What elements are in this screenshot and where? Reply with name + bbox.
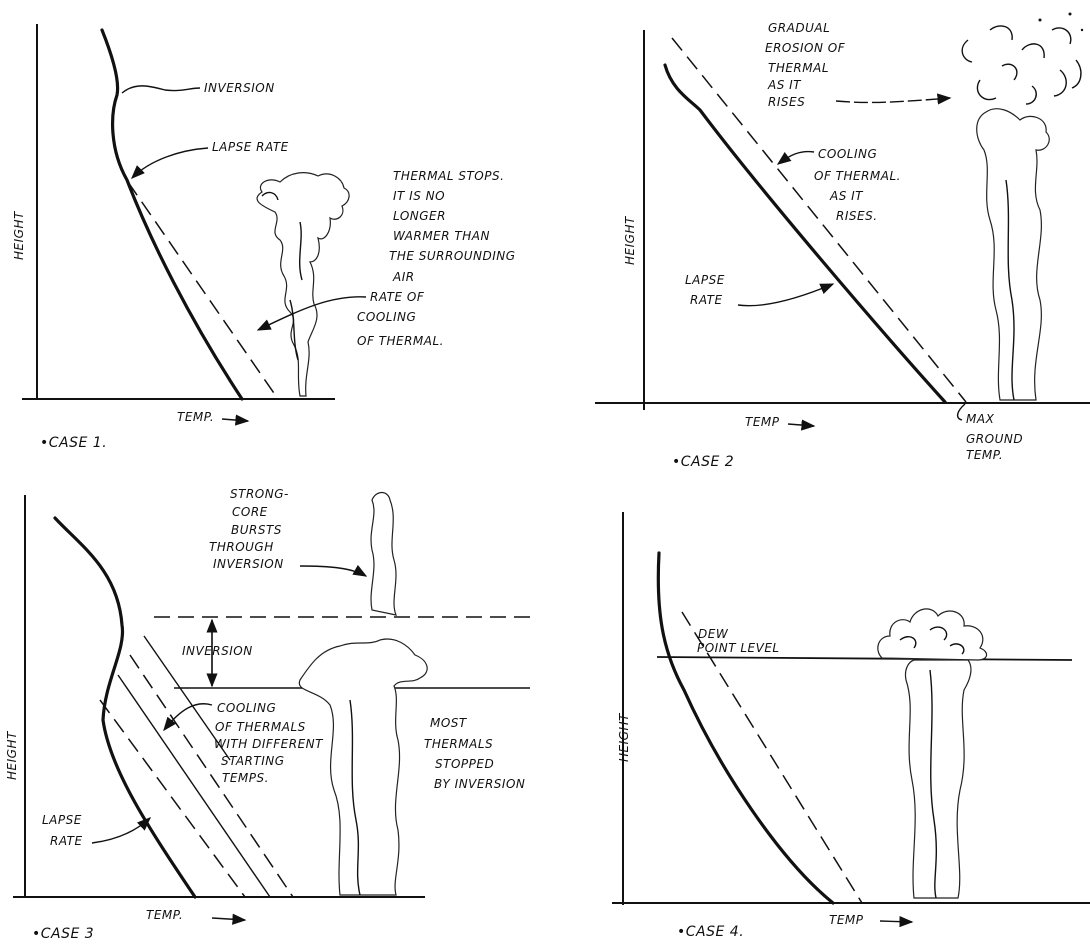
case-1-cooling-dashed-line <box>128 182 278 399</box>
case-4-cooling-dashed-line <box>682 612 862 903</box>
svg-text:STRONG-: STRONG- <box>230 487 289 501</box>
svg-text:LAPSE: LAPSE <box>685 273 725 287</box>
svg-text:THE SURROUNDING: THE SURROUNDING <box>389 249 516 263</box>
svg-text:WARMER THAN: WARMER THAN <box>393 229 490 243</box>
case-4-lapse-rate-curve <box>658 553 833 903</box>
svg-text:BY INVERSION: BY INVERSION <box>434 777 525 791</box>
svg-text:TEMP.: TEMP. <box>966 448 1003 462</box>
svg-text:GROUND: GROUND <box>966 432 1023 446</box>
case-4-dew-point-line <box>657 657 1072 660</box>
svg-text:WITH DIFFERENT: WITH DIFFERENT <box>214 737 324 751</box>
svg-text:COOLING: COOLING <box>357 310 416 324</box>
case-3-strong-core-plume <box>371 493 396 616</box>
case-2-lapse-label: LAPSE RATE <box>685 273 725 307</box>
case-2-temp-axis-label: TEMP <box>745 415 780 429</box>
case-4-temp-axis-label: TEMP <box>829 913 864 927</box>
svg-text:RATE OF: RATE OF <box>370 290 425 304</box>
svg-text:STOPPED: STOPPED <box>435 757 494 771</box>
svg-text:EROSION OF: EROSION OF <box>765 41 846 55</box>
svg-text:DEW: DEW <box>698 627 729 641</box>
case-3-inversion-label: INVERSION <box>182 644 253 658</box>
case-3-thermal-plume <box>299 639 427 895</box>
case-2-erosion-label: GRADUAL EROSION OF THERMAL AS IT RISES <box>765 21 846 109</box>
svg-text:AIR: AIR <box>392 270 415 284</box>
svg-text:COOLING: COOLING <box>217 701 276 715</box>
case-1-inversion-label: INVERSION <box>204 81 275 95</box>
case-1-cooling-label: RATE OF COOLING OF THERMAL. <box>357 290 444 348</box>
case-4-panel: DEW POINT LEVEL HEIGHT TEMP •CASE 4. <box>612 512 1090 940</box>
case-3-strong-core-label: STRONG- CORE BURSTS THROUGH INVERSION <box>209 487 289 571</box>
svg-text:MAX: MAX <box>966 412 995 426</box>
case-4-dew-point-label: DEW POINT LEVEL <box>697 627 780 655</box>
svg-text:MOST: MOST <box>430 716 468 730</box>
case-3-title: •CASE 3 <box>32 926 94 942</box>
case-1-thermal-plume <box>257 173 349 396</box>
svg-text:INVERSION: INVERSION <box>213 557 284 571</box>
svg-text:THERMAL: THERMAL <box>768 61 829 75</box>
case-2-max-ground-label: MAX GROUND TEMP. <box>958 404 1024 462</box>
svg-text:GRADUAL: GRADUAL <box>768 21 830 35</box>
case-2-title: •CASE 2 <box>672 454 734 470</box>
case-1-temp-axis-label: TEMP. <box>177 410 214 424</box>
case-3-lapse-label: LAPSE RATE <box>42 813 83 848</box>
svg-text:RISES: RISES <box>768 95 805 109</box>
case-3-temp-axis-label: TEMP. <box>146 908 183 922</box>
svg-text:THERMALS: THERMALS <box>424 737 493 751</box>
case-1-title: •CASE 1. <box>40 435 107 451</box>
svg-text:RATE: RATE <box>690 293 723 307</box>
svg-text:THERMAL STOPS.: THERMAL STOPS. <box>393 169 504 183</box>
svg-text:STARTING: STARTING <box>221 754 285 768</box>
case-2-height-axis-label: HEIGHT <box>623 215 637 265</box>
svg-text:AS IT: AS IT <box>767 78 802 92</box>
case-3-height-axis-label: HEIGHT <box>5 730 19 780</box>
case-2-lapse-rate-curve <box>665 65 945 402</box>
case-3-panel: STRONG- CORE BURSTS THROUGH INVERSION IN… <box>5 487 530 942</box>
case-3-cooling-label: COOLING OF THERMALS WITH DIFFERENT START… <box>214 701 324 785</box>
svg-text:BURSTS: BURSTS <box>231 523 282 537</box>
case-4-axes <box>612 512 1090 905</box>
case-2-erosion-wisps <box>962 13 1083 105</box>
case-3-most-thermals-label: MOST THERMALS STOPPED BY INVERSION <box>424 716 525 791</box>
svg-text:RISES.: RISES. <box>836 209 878 223</box>
svg-text:LAPSE: LAPSE <box>42 813 82 827</box>
svg-text:COOLING: COOLING <box>818 147 877 161</box>
case-2-cooling-label: COOLING OF THERMAL. AS IT RISES. <box>814 147 901 223</box>
svg-text:OF THERMAL.: OF THERMAL. <box>814 169 901 183</box>
svg-text:THROUGH: THROUGH <box>209 540 274 554</box>
case-4-thermal-plume <box>905 660 970 898</box>
case-4-cloud <box>878 609 987 660</box>
svg-text:IT IS NO: IT IS NO <box>393 189 445 203</box>
case-4-title: •CASE 4. <box>677 924 744 940</box>
svg-text:AS IT: AS IT <box>829 189 864 203</box>
case-1-panel: INVERSION LAPSE RATE THERMAL STOPS. IT I… <box>12 24 516 451</box>
case-1-note: THERMAL STOPS. IT IS NO LONGER WARMER TH… <box>389 169 516 284</box>
svg-text:OF THERMAL.: OF THERMAL. <box>357 334 444 348</box>
case-4-height-axis-label: HEIGHT <box>617 712 631 762</box>
svg-text:OF THERMALS: OF THERMALS <box>215 720 306 734</box>
case-2-cooling-dashed-line <box>672 38 966 402</box>
case-1-height-axis-label: HEIGHT <box>12 210 26 260</box>
case-2-panel: GRADUAL EROSION OF THERMAL AS IT RISES C… <box>595 13 1090 471</box>
svg-text:RATE: RATE <box>50 834 83 848</box>
svg-text:TEMPS.: TEMPS. <box>222 771 269 785</box>
svg-text:POINT LEVEL: POINT LEVEL <box>697 641 780 655</box>
svg-text:LONGER: LONGER <box>393 209 446 223</box>
case-1-lapse-rate-label: LAPSE RATE <box>212 140 289 154</box>
svg-text:CORE: CORE <box>232 505 268 519</box>
